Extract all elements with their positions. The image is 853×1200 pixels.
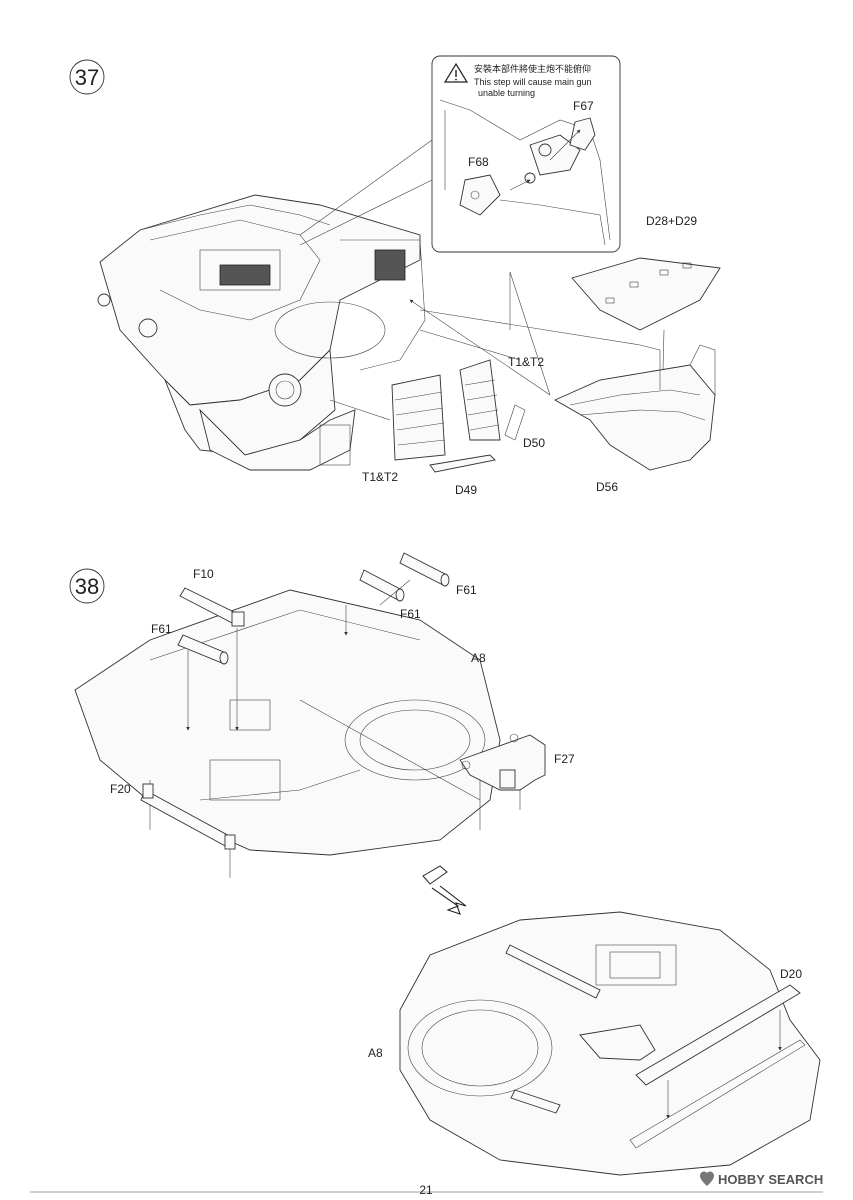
part-label-d20: D20 xyxy=(780,967,802,981)
part-label-f61-c: F61 xyxy=(456,583,477,597)
warning-text-en-1: This step will cause main gun xyxy=(474,77,592,87)
part-f20: F20 xyxy=(110,782,236,850)
part-label-f27: F27 xyxy=(554,752,575,766)
warning-text-zh: 安裝本部件將使主炮不能俯仰 xyxy=(474,63,591,74)
part-d56: D56 xyxy=(554,344,716,494)
part-f61-right: F61 xyxy=(379,552,477,606)
watermark: HOBBY SEARCH xyxy=(718,1172,823,1187)
part-label-f20: F20 xyxy=(110,782,131,796)
part-label-f68: F68 xyxy=(468,155,489,169)
part-d49: D49 xyxy=(429,454,496,497)
flip-hand-icon xyxy=(422,865,467,915)
part-label-t1-t2-lower: T1&T2 xyxy=(362,470,398,484)
part-f27: F27 xyxy=(459,733,575,791)
page-number: 21 xyxy=(419,1183,433,1197)
part-a8-bottom: A8 xyxy=(368,911,821,1176)
part-d20: D20 xyxy=(629,967,806,1149)
part-label-d50: D50 xyxy=(523,436,545,450)
part-f61-left: F61 xyxy=(151,622,229,731)
part-d50: D50 xyxy=(459,359,545,450)
part-d28-d29: D28+D29 xyxy=(571,214,721,411)
step-38: 38 A8 F10 F61 xyxy=(69,552,821,1176)
part-label-a8-top: A8 xyxy=(471,651,486,665)
part-label-f61-b: F61 xyxy=(400,607,421,621)
warning-icon xyxy=(443,62,469,83)
step-38-number: 38 xyxy=(75,574,99,599)
warning-text-en-2: unable turning xyxy=(478,88,535,98)
hobbysearch-logo-icon xyxy=(700,1171,714,1186)
step-37-number: 37 xyxy=(75,65,99,90)
part-label-f67: F67 xyxy=(573,99,594,113)
part-label-d49: D49 xyxy=(455,483,477,497)
part-label-a8-bottom: A8 xyxy=(368,1046,383,1060)
callout-leader-2 xyxy=(299,179,433,246)
part-tracks-t1-t2: T1&T2 T1&T2 xyxy=(329,329,544,484)
callout-box: 安裝本部件將使主炮不能俯仰 This step will cause main … xyxy=(431,55,621,253)
turret-assembly xyxy=(97,194,426,471)
part-label-f61-a: F61 xyxy=(151,622,172,636)
part-a8-top: A8 xyxy=(74,589,521,878)
step-37-circle xyxy=(69,59,105,95)
part-label-d56: D56 xyxy=(596,480,618,494)
part-label-f10: F10 xyxy=(193,567,214,581)
part-f10: F10 xyxy=(179,567,245,731)
part-label-t1-t2-upper: T1&T2 xyxy=(508,355,544,369)
callout-leader-1 xyxy=(299,139,433,236)
step-37: 37 xyxy=(69,55,721,497)
part-label-d28-d29: D28+D29 xyxy=(646,214,697,228)
step-38-circle xyxy=(69,568,105,604)
part-f61-middle: F61 xyxy=(344,569,421,636)
